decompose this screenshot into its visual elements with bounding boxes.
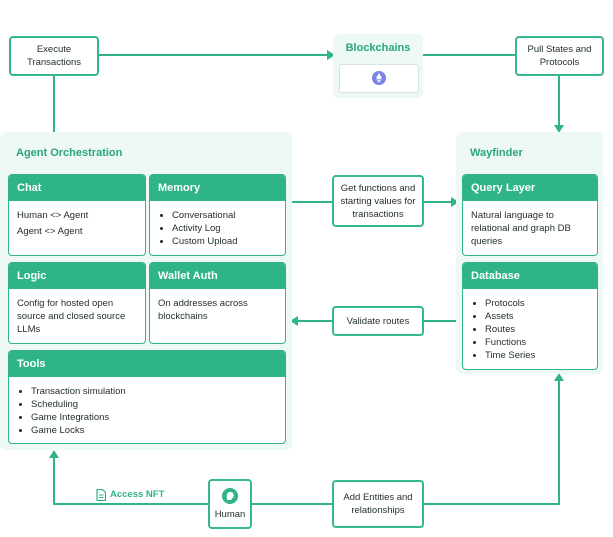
arrow-to-wayfinder (554, 125, 564, 133)
database-item: Time Series (485, 349, 589, 362)
connector-addentities-right (424, 503, 560, 505)
database-item: Routes (485, 323, 589, 336)
access-nft-label-group: Access NFT (94, 487, 167, 502)
connector-agent-getfunctions (290, 201, 332, 203)
database-body: Protocols Assets Routes Functions Time S… (463, 289, 597, 369)
tools-item: Scheduling (31, 398, 277, 411)
logic-card: Logic Config for hosted open source and … (8, 262, 146, 344)
connector-execute-agent (53, 74, 55, 132)
arrow-to-database (554, 373, 564, 381)
add-entities-label: Add Entities and relationships (343, 492, 413, 516)
tools-item: Game Locks (31, 424, 277, 437)
database-item: Functions (485, 336, 589, 349)
connector-human-addentities (252, 503, 332, 505)
get-functions-label: Get functions and starting values for tr… (340, 182, 416, 220)
wallet-auth-title: Wallet Auth (150, 263, 285, 289)
blockchains-title: Blockchains (345, 42, 411, 54)
tools-title: Tools (9, 351, 285, 377)
tools-item: Game Integrations (31, 411, 277, 424)
connector-pull-wayfinder (558, 74, 560, 126)
pull-states-note: Pull States and Protocols (515, 36, 604, 76)
tools-item: Transaction simulation (31, 385, 277, 398)
pull-states-label: Pull States and Protocols (527, 44, 592, 68)
human-head-icon (222, 487, 238, 504)
database-title: Database (463, 263, 597, 289)
chat-title: Chat (9, 175, 145, 201)
connector-validate-agent (298, 320, 332, 322)
execute-transactions-note: Execute Transactions (9, 36, 99, 76)
query-layer-card: Query Layer Natural language to relation… (462, 174, 598, 256)
query-layer-title: Query Layer (463, 175, 597, 201)
connector-getfunctions-wayfinder (424, 201, 454, 203)
arrow-to-tools (49, 450, 59, 458)
wayfinder-title: Wayfinder (470, 147, 523, 159)
human-label: Human (214, 508, 246, 520)
arrow-to-wallet-auth (290, 316, 298, 326)
wallet-auth-card: Wallet Auth On addresses across blockcha… (149, 262, 286, 344)
chat-body: Human <> Agent Agent <> Agent (9, 201, 145, 249)
wayfinder-panel: Wayfinder Query Layer Natural language t… (456, 132, 603, 374)
chat-line: Agent <> Agent (17, 226, 83, 237)
connector-execute-blockchains (99, 54, 329, 56)
validate-routes-note: Validate routes (332, 306, 424, 336)
blockchain-chip (339, 64, 419, 93)
connector-left-up (53, 458, 55, 505)
chat-card: Chat Human <> Agent Agent <> Agent (8, 174, 146, 256)
execute-transactions-label: Execute Transactions (26, 44, 82, 68)
nft-document-icon (96, 488, 107, 502)
agent-orchestration-panel: Agent Orchestration Chat Human <> Agent … (0, 132, 292, 450)
access-nft-label: Access NFT (110, 488, 165, 500)
logic-body: Config for hosted open source and closed… (17, 298, 126, 335)
memory-title: Memory (150, 175, 285, 201)
chat-line: Human <> Agent (17, 210, 89, 221)
human-node: Human (208, 479, 252, 529)
database-card: Database Protocols Assets Routes Functio… (462, 262, 598, 370)
validate-routes-label: Validate routes (346, 315, 410, 327)
blockchains-panel: Blockchains (333, 34, 423, 98)
connector-human-left (53, 503, 208, 505)
agent-orchestration-title: Agent Orchestration (16, 147, 123, 159)
memory-item: Activity Log (172, 222, 277, 235)
tools-card: Tools Transaction simulation Scheduling … (8, 350, 286, 444)
memory-body: Conversational Activity Log Custom Uploa… (150, 201, 285, 255)
memory-item: Conversational (172, 209, 277, 222)
ethereum-icon (372, 71, 386, 85)
wallet-auth-body: On addresses across blockchains (158, 298, 248, 322)
query-layer-body: Natural language to relational and graph… (471, 210, 571, 247)
database-item: Protocols (485, 297, 589, 310)
memory-card: Memory Conversational Activity Log Custo… (149, 174, 286, 256)
connector-right-up (558, 380, 560, 505)
add-entities-note: Add Entities and relationships (332, 480, 424, 528)
connector-wayfinder-validate (424, 320, 456, 322)
connector-blockchains-pull (423, 54, 515, 56)
arrow-to-blockchains (327, 50, 335, 60)
arrow-to-query-layer (451, 197, 459, 207)
tools-body: Transaction simulation Scheduling Game I… (9, 377, 285, 443)
get-functions-note: Get functions and starting values for tr… (332, 175, 424, 227)
database-item: Assets (485, 310, 589, 323)
memory-item: Custom Upload (172, 235, 277, 248)
logic-title: Logic (9, 263, 145, 289)
